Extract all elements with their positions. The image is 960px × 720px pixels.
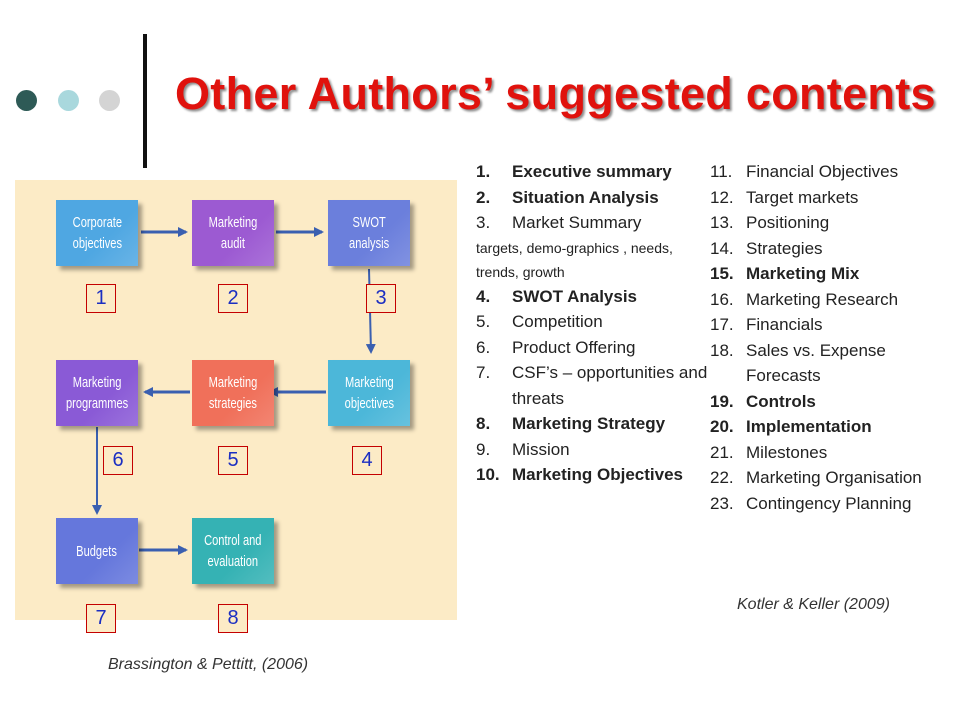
step-number-7: 7 xyxy=(86,604,116,633)
title-divider-line xyxy=(143,34,147,168)
list-item: 5.Competition xyxy=(476,312,603,331)
step-number-4: 4 xyxy=(352,446,382,475)
step-number-5: 5 xyxy=(218,446,248,475)
step-number-6: 6 xyxy=(103,446,133,475)
list-item: 13.Positioning xyxy=(710,213,830,232)
list-item: 14.Strategies xyxy=(710,238,823,258)
list-item: 15.Marketing Mix xyxy=(710,264,860,283)
list-item: 20.Implementation xyxy=(710,417,872,436)
citation-brassington-pettitt: Brassington & Pettitt, (2006) xyxy=(108,656,309,673)
decorative-dot-light-blue xyxy=(58,90,79,111)
list-item: 11.Financial Objectives xyxy=(710,162,899,181)
list-item: 4.SWOT Analysis xyxy=(476,286,638,306)
list-item: 22.Marketing Organisation xyxy=(710,468,922,487)
list-item: 8.Marketing Strategy xyxy=(476,414,666,433)
step-number-3: 3 xyxy=(366,284,396,313)
list-item: 9.Mission xyxy=(476,439,570,459)
list-item-note: targets, demo-graphics , needs, trends, … xyxy=(476,239,673,280)
step-number-2: 2 xyxy=(218,284,248,313)
list-item: 10.Marketing Objectives xyxy=(476,465,684,484)
step-number-8: 8 xyxy=(218,604,248,633)
list-item: 21.Milestones xyxy=(710,442,828,462)
list-item: 19.Controls xyxy=(710,391,816,411)
list-item: 6.Product Offering xyxy=(476,337,636,357)
decorative-dot-grey xyxy=(99,90,120,111)
decorative-dot-dark xyxy=(16,90,37,111)
list-item: 12.Target markets xyxy=(710,187,859,207)
citation-kotler-keller: Kotler & Keller (2009) xyxy=(737,596,890,613)
list-item: 1.Executive summary xyxy=(476,162,672,181)
contents-list-right: 11.Financial Objectives 12.Target market… xyxy=(710,159,950,516)
list-item: 2.Situation Analysis xyxy=(476,187,659,207)
list-item: 23.Contingency Planning xyxy=(710,493,912,513)
step-number-1: 1 xyxy=(86,284,116,313)
budgets-box: Budgets xyxy=(56,518,138,584)
list-item: 17.Financials xyxy=(710,315,823,334)
contents-list-left: 1.Executive summary 2.Situation Analysis… xyxy=(476,159,711,488)
list-item: 18.Sales vs. Expense Forecasts xyxy=(710,340,886,386)
slide-title: Other Authors’ suggested contents xyxy=(175,68,936,119)
list-item: 7.CSF’s – opportunities and threats xyxy=(476,363,708,408)
list-item: 3.Market Summary xyxy=(476,213,642,232)
list-item: 16.Marketing Research xyxy=(710,289,899,309)
